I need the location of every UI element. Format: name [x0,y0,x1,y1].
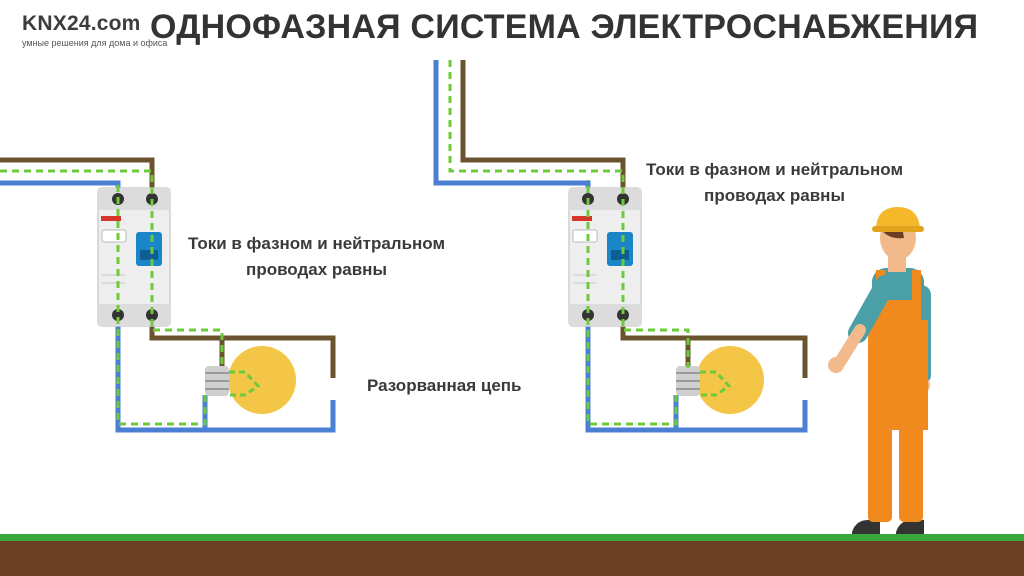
right-current-flow [448,60,690,426]
left-breaker-switch [136,232,162,266]
open-circuit-label: Разорванная цепь [367,376,522,395]
left-circuit-label: Токи в фазном и нейтральном проводах рав… [188,231,445,283]
worker-icon [828,207,931,534]
right-circuit-label: Токи в фазном и нейтральном проводах рав… [646,157,903,209]
right-lamp-icon [676,346,764,414]
right-circuit-label-line-2: проводах равны [704,186,845,205]
left-circuit-label-line-1: Токи в фазном и нейтральном [188,234,446,253]
logo-tagline: умные решения для дома и офиса [22,38,168,48]
left-circuit [0,157,336,433]
left-breaker [97,187,171,327]
ground [0,541,1024,576]
left-lamp-icon [205,346,296,414]
right-circuit-label-line-1: Токи в фазном и нейтральном [646,160,904,179]
right-breaker [568,187,642,327]
logo-title: KNX24.com [22,12,141,35]
page-title: ОДНОФАЗНАЯ СИСТЕМА ЭЛЕКТРОСНАБЖЕНИЯ [150,8,979,46]
grass-strip [0,534,1024,541]
right-breaker-switch [607,232,633,266]
left-current-flow [0,169,224,426]
right-circuit [433,60,808,433]
left-circuit-label-line-2: проводах равны [246,260,387,279]
